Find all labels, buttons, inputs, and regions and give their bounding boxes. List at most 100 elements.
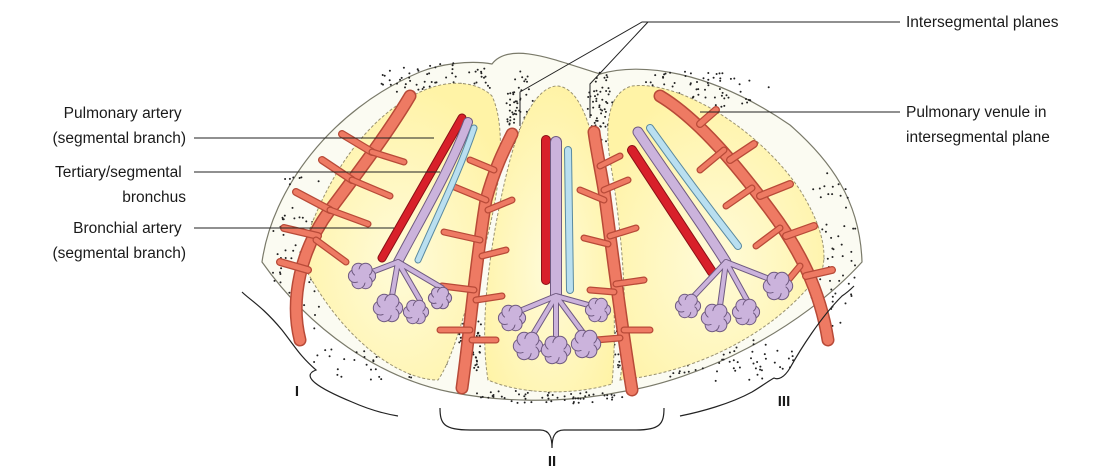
stipple-dot (516, 107, 518, 109)
stipple-dot (723, 105, 725, 107)
stipple-dot (768, 86, 770, 88)
stipple-dot (592, 101, 594, 103)
stipple-dot (299, 216, 301, 218)
stipple-dot (545, 401, 547, 403)
stipple-dot (401, 77, 403, 79)
stipple-dot (827, 258, 829, 260)
stipple-dot (782, 368, 784, 370)
stipple-dot (842, 275, 844, 277)
stipple-dot (452, 64, 454, 66)
stipple-dot (480, 72, 482, 74)
stipple-dot (597, 94, 599, 96)
stipple-dot (525, 94, 527, 96)
stipple-dot (774, 362, 776, 364)
stipple-dot (330, 349, 332, 351)
stipple-dot (588, 394, 590, 396)
stipple-dot (596, 90, 598, 92)
stipple-dot (851, 295, 853, 297)
stipple-dot (518, 87, 520, 89)
stipple-dot (476, 363, 478, 365)
alveolar-cluster (675, 294, 700, 317)
stipple-dot (302, 217, 304, 219)
stipple-dot (363, 350, 365, 352)
label-bronchial-artery: Bronchial artery (segmental branch) (52, 220, 186, 262)
stipple-dot (475, 357, 477, 359)
stipple-dot (509, 99, 511, 101)
stipple-dot (408, 72, 410, 74)
stipple-dot (663, 83, 665, 85)
stipple-dot (672, 372, 674, 374)
stipple-dot (292, 250, 294, 252)
stipple-dot (719, 77, 721, 79)
stipple-dot (765, 358, 767, 360)
stipple-dot (479, 345, 481, 347)
stipple-dot (662, 76, 664, 78)
stipple-dot (479, 352, 481, 354)
stipple-dot (730, 78, 732, 80)
stipple-dot (749, 99, 751, 101)
stipple-dot (617, 353, 619, 355)
stipple-dot (460, 337, 462, 339)
stipple-dot (594, 122, 596, 124)
stipple-dot (618, 361, 620, 363)
stipple-dot (761, 378, 763, 380)
stipple-dot (548, 398, 550, 400)
stipple-dot (621, 396, 623, 398)
stipple-dot (376, 356, 378, 358)
stipple-dot (370, 369, 372, 371)
stipple-dot (596, 117, 598, 119)
stipple-dot (485, 82, 487, 84)
stipple-dot (506, 102, 508, 104)
stipple-dot (827, 193, 829, 195)
stipple-dot (595, 98, 597, 100)
stipple-dot (843, 225, 845, 227)
stipple-dot (606, 398, 608, 400)
stipple-dot (726, 94, 728, 96)
stipple-dot (557, 397, 559, 399)
stipple-dot (854, 228, 856, 230)
stipple-dot (593, 90, 595, 92)
stipple-dot (477, 366, 479, 368)
stipple-dot (716, 73, 718, 75)
stipple-dot (523, 395, 525, 397)
stipple-dot (340, 376, 342, 378)
stipple-dot (514, 78, 516, 80)
stipple-dot (532, 100, 534, 102)
stipple-dot (431, 81, 433, 83)
stipple-dot (685, 75, 687, 77)
stipple-dot (417, 70, 419, 72)
stipple-dot (838, 280, 840, 282)
stipple-dot (669, 72, 671, 74)
stipple-dot (654, 74, 656, 76)
stipple-dot (614, 354, 616, 356)
stipple-dot (429, 65, 431, 67)
stipple-dot (605, 111, 607, 113)
stipple-dot (788, 358, 790, 360)
stipple-dot (409, 80, 411, 82)
stipple-dot (318, 180, 320, 182)
stipple-dot (445, 77, 447, 79)
stipple-dot (343, 358, 345, 360)
stipple-dot (428, 72, 430, 74)
stipple-dot (748, 379, 750, 381)
stipple-dot (575, 397, 577, 399)
stipple-dot (837, 235, 839, 237)
label-intersegmental-planes: Intersegmental planes (906, 14, 1059, 31)
stipple-dot (329, 355, 331, 357)
stipple-dot (439, 63, 441, 65)
stipple-dot (819, 188, 821, 190)
stipple-dot (850, 251, 852, 253)
stipple-dot (601, 99, 603, 101)
stipple-dot (509, 116, 511, 118)
stipple-dot (714, 97, 716, 99)
stipple-dot (518, 393, 520, 395)
stipple-dot (508, 124, 510, 126)
stipple-dot (477, 321, 479, 323)
stipple-dot (280, 281, 282, 283)
stipple-dot (429, 86, 431, 88)
stipple-dot (426, 73, 428, 75)
stipple-dot (707, 82, 709, 84)
stipple-dot (501, 396, 503, 398)
stipple-dot (617, 364, 619, 366)
